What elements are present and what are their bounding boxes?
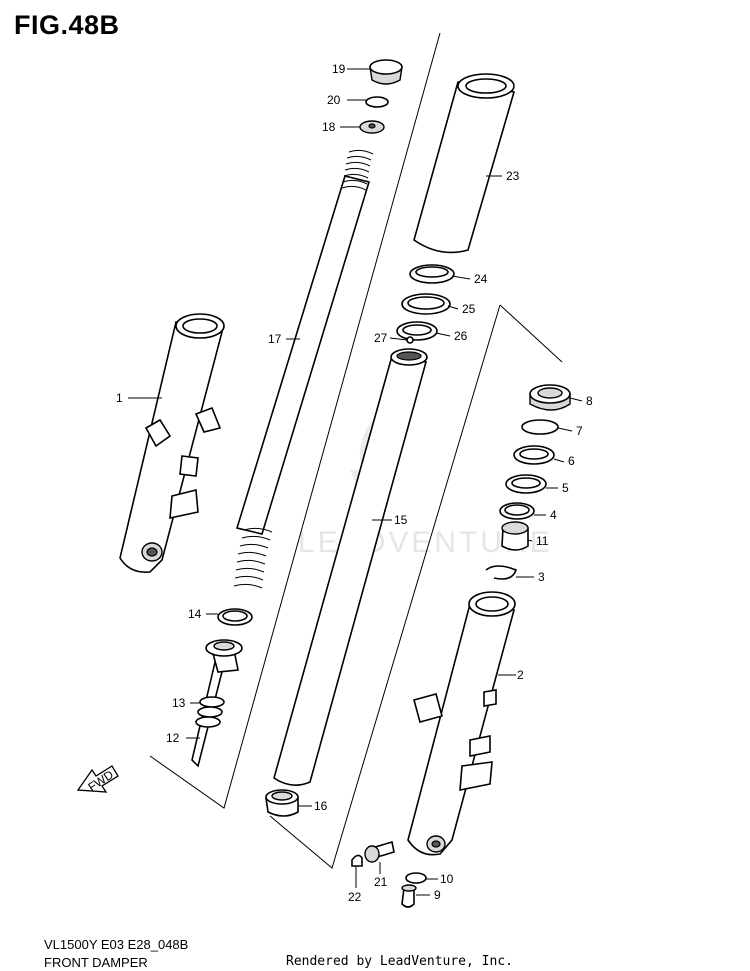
callout-5: 5	[562, 481, 569, 495]
part-6-oil-seal	[513, 445, 555, 465]
part-25-bushing	[401, 293, 451, 315]
callout-21: 21	[374, 875, 388, 889]
part-4-guide-metal	[499, 502, 535, 520]
part-20-o-ring	[365, 96, 389, 108]
part-26-washer	[396, 321, 438, 341]
part-17-spring	[233, 149, 374, 589]
part-18-spacer	[359, 120, 385, 134]
part-19-cap-bolt	[369, 59, 403, 85]
callout-20: 20	[327, 93, 341, 107]
callout-7: 7	[576, 424, 583, 438]
fwd-arrow-icon: FWD	[76, 765, 119, 794]
figure-subtitle: FRONT DAMPER	[44, 955, 148, 970]
part-14-o-ring	[217, 608, 253, 626]
part-9-drain-bolt	[401, 884, 417, 908]
callout-23: 23	[506, 169, 520, 183]
callout-11: 11	[536, 534, 549, 548]
callout-19: 19	[332, 62, 346, 76]
part-22-plug	[351, 854, 363, 867]
callout-1: 1	[116, 391, 123, 405]
part-13-piston-rings	[195, 696, 225, 728]
part-16-oil-lock	[265, 789, 299, 817]
callout-22: 22	[348, 890, 362, 904]
part-15-inner-tube	[273, 348, 428, 786]
leader-lines	[128, 68, 583, 896]
part-2-right-outer-tube	[407, 591, 516, 856]
part-10-gasket	[405, 872, 427, 884]
callout-2: 2	[517, 668, 524, 682]
part-21-bolt	[364, 840, 395, 863]
part-24-bushing	[409, 264, 455, 284]
part-11-cylinder-piece	[501, 521, 529, 551]
callout-9: 9	[434, 888, 441, 902]
part-7-stopper-ring	[521, 419, 559, 435]
model-code: VL1500Y E03 E28_048B	[44, 937, 189, 952]
callout-8: 8	[586, 394, 593, 408]
figure-title: FIG.48B	[14, 10, 120, 40]
callout-14: 14	[188, 607, 202, 621]
part-3-circlip	[485, 565, 517, 580]
callout-6: 6	[568, 454, 575, 468]
callout-labels: 1 2 3 4 5 6 7 8 9 10 11 12 13 14 15 16 1…	[116, 62, 593, 904]
callout-24: 24	[474, 272, 488, 286]
callout-15: 15	[394, 513, 408, 527]
callout-10: 10	[440, 872, 454, 886]
callout-26: 26	[454, 329, 468, 343]
callout-13: 13	[172, 696, 186, 710]
part-5-retainer	[505, 474, 547, 494]
callout-3: 3	[538, 570, 545, 584]
callout-27: 27	[374, 331, 388, 345]
assembly-outline-right	[269, 304, 563, 869]
callout-25: 25	[462, 302, 476, 316]
callout-12: 12	[166, 731, 180, 745]
callout-18: 18	[322, 120, 336, 134]
render-credit: Rendered by LeadVenture, Inc.	[286, 954, 513, 969]
callout-4: 4	[550, 508, 557, 522]
callout-16: 16	[314, 799, 328, 813]
callout-17: 17	[268, 332, 282, 346]
part-8-dust-seal	[529, 384, 571, 411]
assembly-outline-left	[149, 32, 441, 809]
part-23-fork-tube	[413, 73, 516, 254]
part-1-left-outer-tube	[119, 313, 225, 574]
part-27-ring	[406, 336, 414, 344]
